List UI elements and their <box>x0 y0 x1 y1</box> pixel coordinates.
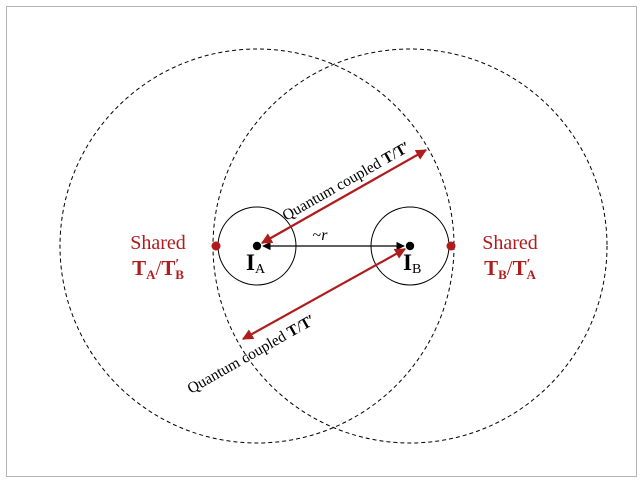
shared-dot-right <box>446 241 456 251</box>
shared-label-left-formula: TA/T′B <box>132 256 184 282</box>
distance-label: ~r <box>313 227 329 244</box>
shared-dot-left <box>211 241 221 251</box>
coupled-label-upper: Quantum coupled T/T′ <box>280 139 413 225</box>
ion-dot-right <box>405 241 415 251</box>
shared-label-right-word: Shared <box>482 232 538 254</box>
ion-label-right: IB <box>403 250 421 277</box>
coupled-arrow-lower <box>242 248 406 340</box>
coupled-label-lower: Quantum coupled T/T′ <box>185 312 318 398</box>
svg-text:Quantum coupled T/T′: Quantum coupled T/T′ <box>185 312 318 398</box>
ion-label-left: IA <box>246 250 266 277</box>
svg-text:Quantum coupled T/T′: Quantum coupled T/T′ <box>280 139 413 225</box>
figure-frame <box>6 6 637 477</box>
ion-dot-left <box>252 241 262 251</box>
shared-label-left-word: Shared <box>130 232 186 254</box>
shared-label-right-formula: TB/T′A <box>484 256 536 282</box>
coupled-arrow-upper <box>261 149 427 244</box>
